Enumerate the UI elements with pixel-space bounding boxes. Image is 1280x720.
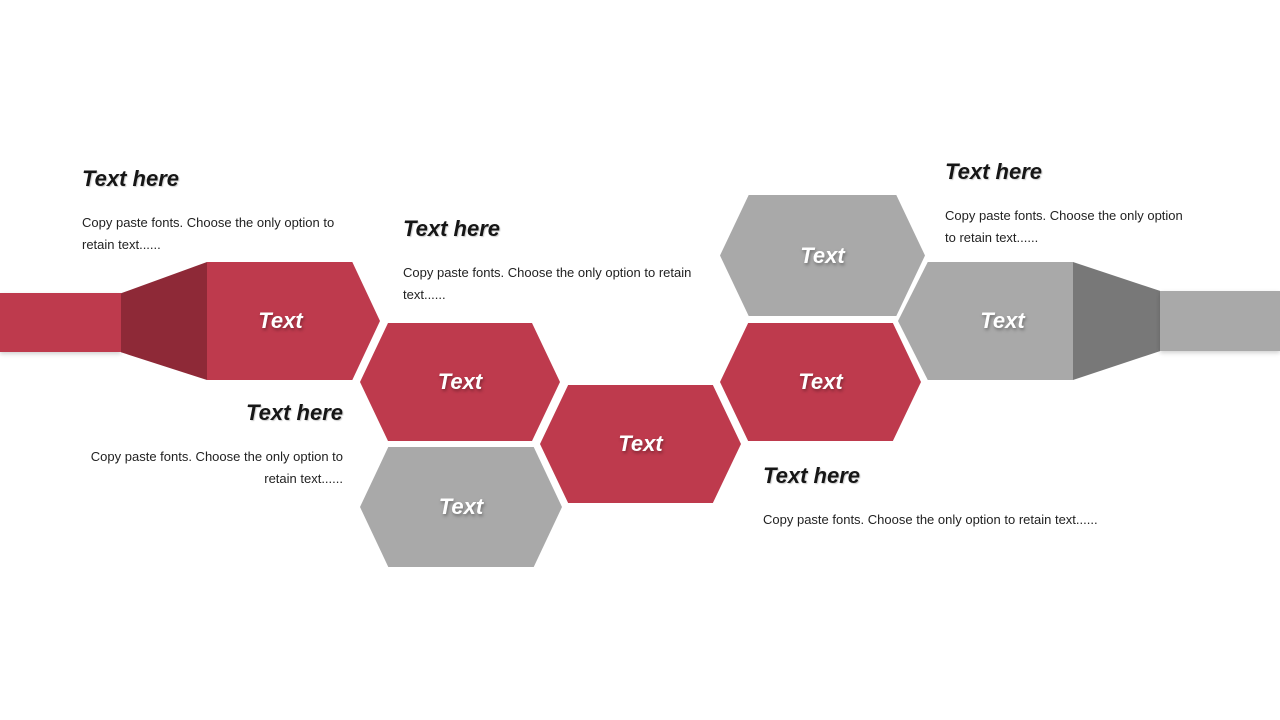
text-block-bottom-left: Text here Copy paste fonts. Choose the o… [63, 400, 343, 490]
shape-label: Text [980, 308, 1025, 333]
text-block-line: Copy paste fonts. Choose the only option… [763, 512, 1098, 527]
shape-label: Text [438, 494, 484, 519]
text-block-body: Copy paste fonts. Choose the only option… [403, 262, 691, 306]
flow-end-bar [1160, 291, 1280, 351]
text-block-heading: Text here [245, 400, 343, 425]
text-block-line: to retain text...... [945, 230, 1039, 245]
text-block-heading: Text here [403, 216, 501, 241]
stage-hexagon-1: Text [360, 323, 560, 441]
text-block-line: Copy paste fonts. Choose the only option [945, 208, 1183, 223]
text-block-heading: Text here [945, 159, 1043, 184]
flow-start-bar [0, 293, 121, 352]
text-block-body: Copy paste fonts. Choose the only option… [763, 509, 1098, 531]
text-block-body: Copy paste fonts. Choose the only option… [82, 212, 334, 256]
flow-connector-left [121, 262, 207, 380]
text-block-line: Copy paste fonts. Choose the only option… [82, 215, 335, 230]
shape-label: Text [258, 308, 303, 333]
text-block-line: Copy paste fonts. Choose the only option… [90, 449, 343, 464]
text-block-line: retain text...... [82, 237, 161, 252]
text-block-line: Copy paste fonts. Choose the only option… [403, 265, 692, 280]
stage-hexagon-center: Text [540, 385, 741, 503]
text-block-body: Copy paste fonts. Choose the only option… [945, 205, 1183, 249]
text-block-body: Copy paste fonts. Choose the only option… [63, 446, 343, 490]
stage-hexagon-3: Text [720, 323, 921, 441]
flow-connector-right [1073, 262, 1160, 380]
text-block-line: text...... [403, 287, 446, 302]
shape-label: Text [437, 369, 483, 394]
stage-pentagon-left: Text [207, 262, 380, 380]
text-block-heading: Text here [82, 166, 180, 191]
shape-label: Text [800, 242, 845, 268]
text-block-mid-left: Text here Copy paste fonts. Choose the o… [403, 216, 691, 306]
text-block-heading: Text here [763, 463, 861, 488]
text-block-top-right: Text here Copy paste fonts. Choose the o… [945, 159, 1183, 249]
shape-label: Text [798, 369, 843, 394]
text-block-bottom-right: Text here Copy paste fonts. Choose the o… [763, 463, 1098, 531]
stage-pentagon-right: Text [898, 262, 1073, 380]
text-block-line: retain text...... [264, 471, 343, 486]
stage-hexagon-2: Text [360, 447, 562, 567]
text-block-top-left: Text here Copy paste fonts. Choose the o… [82, 166, 334, 256]
shape-label: Text [618, 431, 663, 456]
stage-hexagon-4: Text [720, 195, 925, 316]
